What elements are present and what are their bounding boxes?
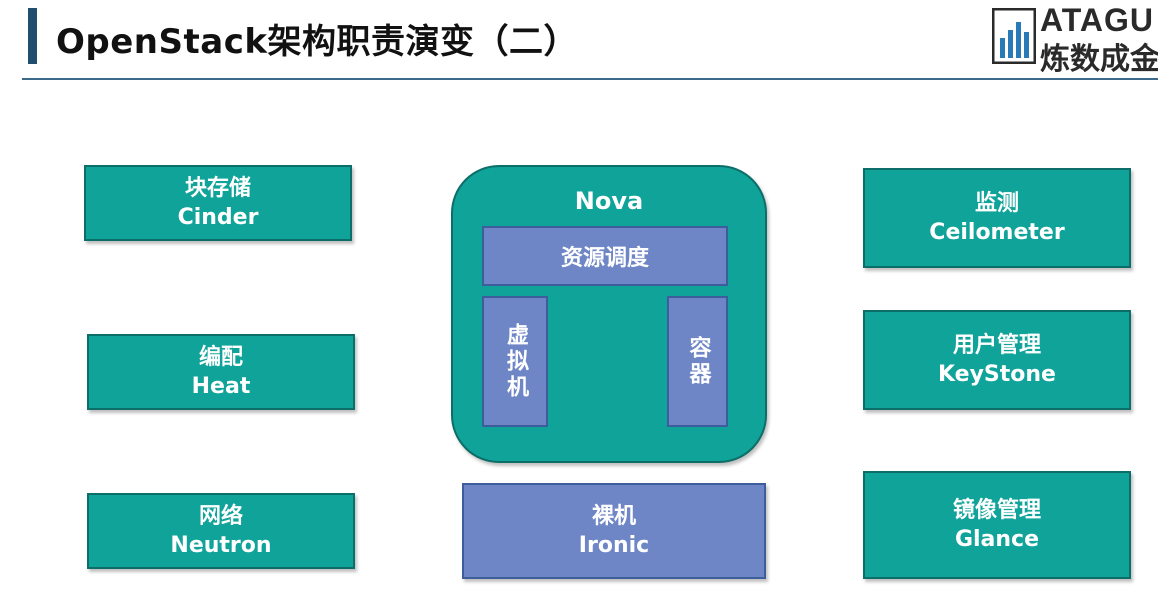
logo-bars-icon — [992, 8, 1036, 64]
nova-container: Nova 资源调度 虚拟机 容器 — [451, 165, 767, 463]
vm-label: 虚拟机 — [503, 322, 528, 401]
cinder-cn-label: 块存储 — [184, 176, 251, 201]
ceilometer-en-label: Ceilometer — [929, 220, 1065, 245]
neutron-en-label: Neutron — [170, 533, 272, 558]
ceilometer-cn-label: 监测 — [974, 191, 1019, 216]
heat-box: 编配 Heat — [87, 334, 355, 410]
scheduler-box: 资源调度 — [482, 226, 728, 286]
scheduler-label: 资源调度 — [560, 246, 649, 271]
ceilometer-box: 监测 Ceilometer — [863, 168, 1131, 268]
heat-cn-label: 编配 — [198, 345, 243, 370]
container-box: 容器 — [667, 296, 728, 427]
page-title: OpenStack架构职责演变（二） — [56, 22, 578, 62]
vm-box: 虚拟机 — [482, 296, 548, 427]
logo-text-latin: ATAGU — [1040, 2, 1155, 38]
container-label: 容器 — [685, 335, 711, 388]
keystone-cn-label: 用户管理 — [952, 333, 1041, 358]
keystone-box: 用户管理 KeyStone — [863, 310, 1131, 410]
neutron-cn-label: 网络 — [198, 504, 243, 529]
cinder-en-label: Cinder — [177, 205, 259, 230]
glance-cn-label: 镜像管理 — [952, 498, 1041, 523]
title-accent-bar — [28, 8, 37, 64]
cinder-box: 块存储 Cinder — [84, 165, 352, 241]
keystone-en-label: KeyStone — [938, 362, 1056, 387]
glance-box: 镜像管理 Glance — [863, 471, 1131, 579]
title-divider — [22, 78, 1158, 80]
ironic-cn-label: 裸机 — [591, 504, 636, 529]
ironic-box: 裸机 Ironic — [462, 483, 766, 579]
logo-text-chinese: 炼数成金 — [1040, 42, 1158, 72]
heat-en-label: Heat — [191, 374, 251, 399]
nova-title: Nova — [574, 187, 644, 215]
neutron-box: 网络 Neutron — [87, 493, 355, 569]
company-logo: ATAGU 炼数成金 — [992, 2, 1158, 72]
glance-en-label: Glance — [954, 527, 1040, 552]
ironic-en-label: Ironic — [578, 533, 650, 558]
